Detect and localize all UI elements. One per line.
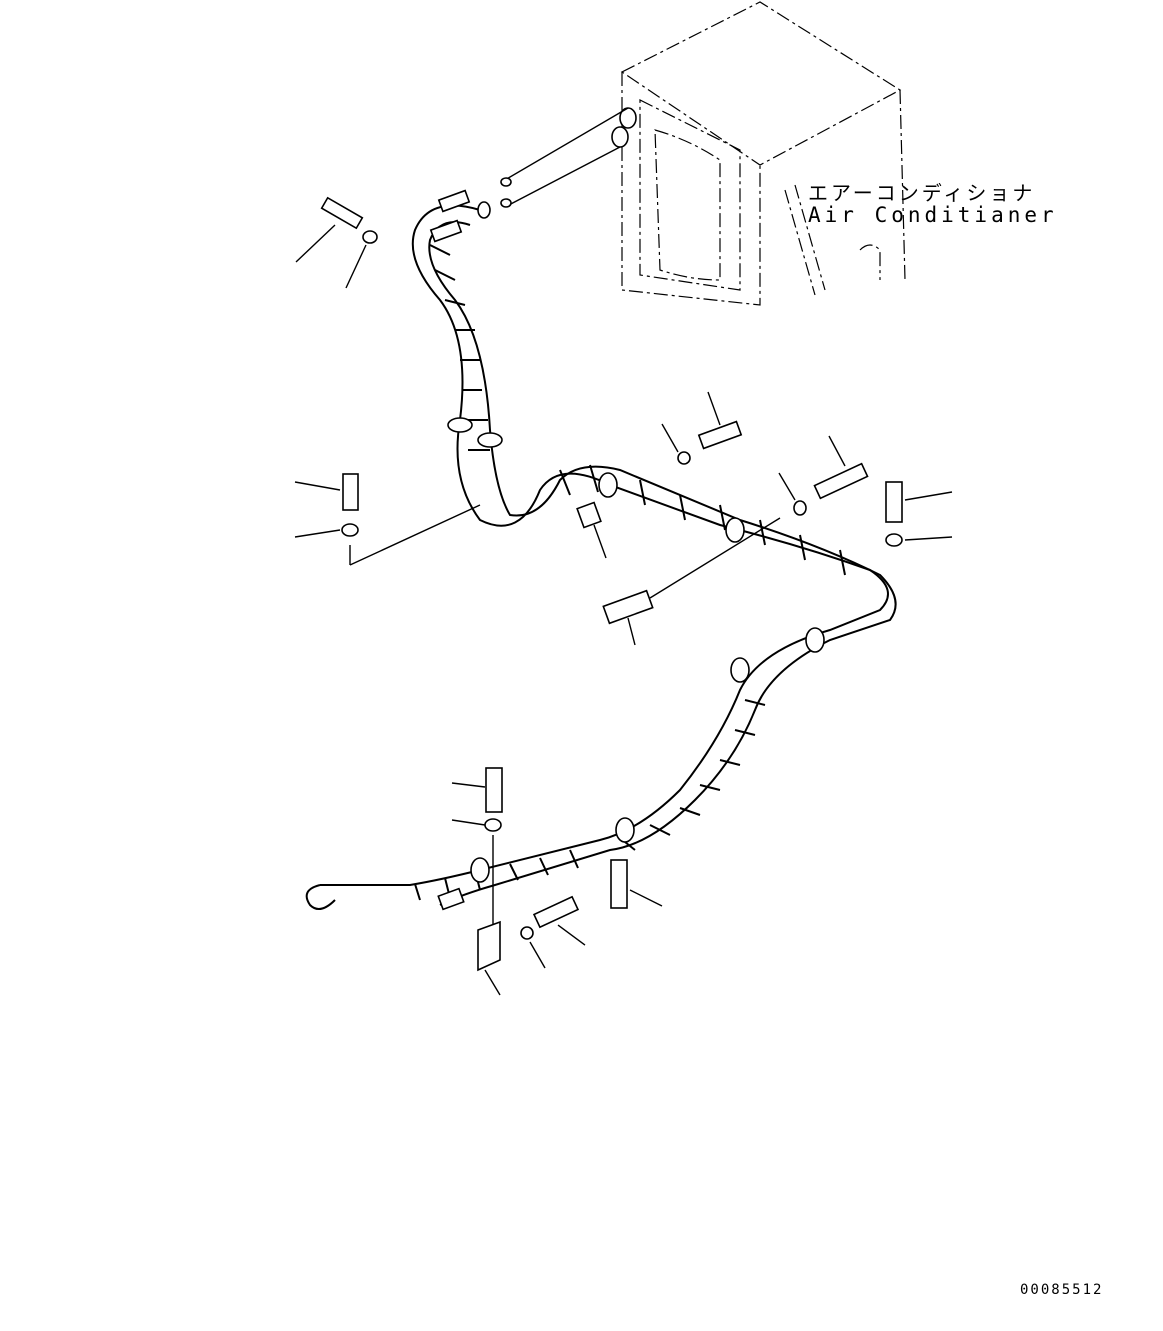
bolt-top-left	[295, 196, 378, 289]
bolt-center-right	[778, 435, 869, 516]
bolts-bottom	[451, 767, 586, 996]
component-label-japanese: エアーコンディショナ	[808, 181, 1036, 205]
top-hose-fittings	[429, 189, 491, 243]
hose-bundle	[305, 204, 897, 911]
bolt-left-mid	[294, 473, 481, 566]
unit-fittings	[500, 107, 637, 208]
component-label-english: Air Conditianer	[808, 203, 1058, 227]
bolt-center-upper	[661, 391, 743, 465]
air-conditioner-unit	[620, 1, 906, 306]
drawing-number: 00085512	[1020, 1282, 1104, 1298]
bolt-right	[885, 481, 953, 547]
spacer-collars	[576, 501, 781, 909]
